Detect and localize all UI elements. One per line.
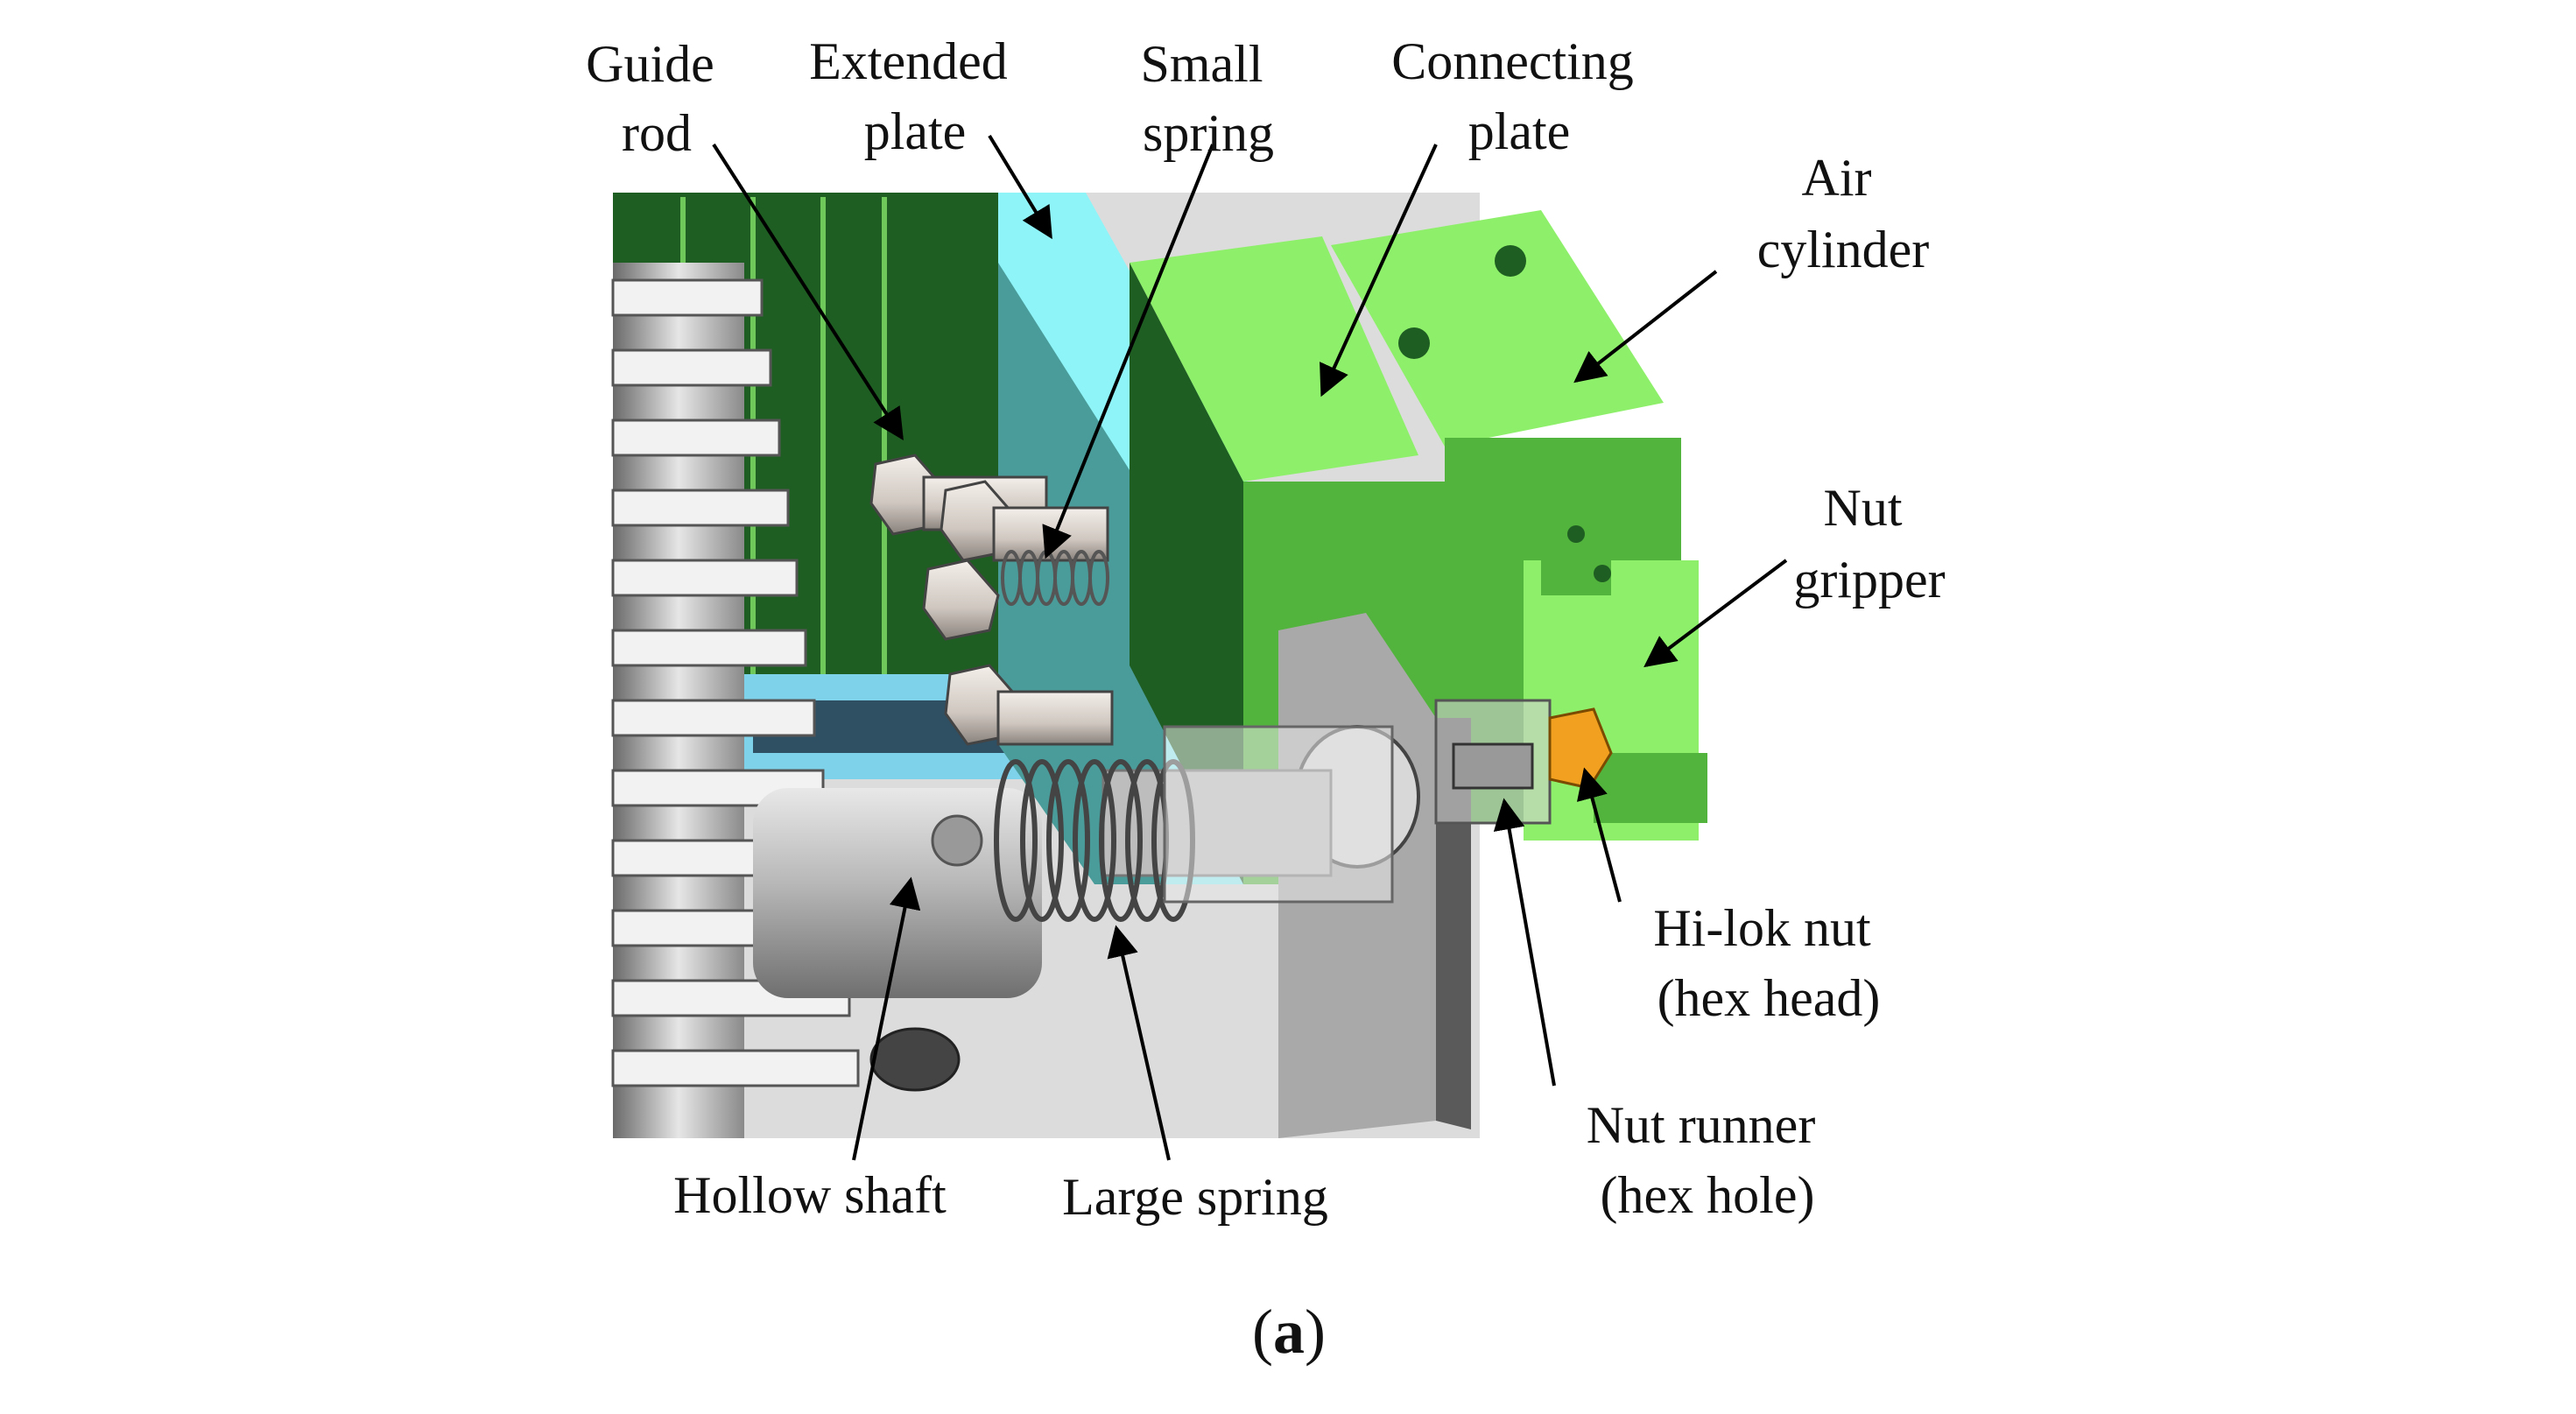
arrow-hilok-nut <box>1576 767 1622 903</box>
arrow-large-spring <box>1107 925 1171 1161</box>
connecting-plate-top <box>1130 236 1418 482</box>
base-hole <box>869 1027 961 1092</box>
label-hilok-nut: Hi-lok nut (hex head) <box>1653 899 1883 1027</box>
arrow-hollow-shaft <box>852 876 921 1161</box>
label-connecting-plate: Connecting plate <box>1391 32 1647 160</box>
mounting-hole-2 <box>1398 327 1430 359</box>
guide-rod-bolts <box>869 454 1114 746</box>
caption-letter: a <box>1273 1297 1305 1367</box>
label-extended-plate: Extended plate <box>809 32 1021 160</box>
air-cylinder-top <box>1331 210 1664 447</box>
label-hollow-shaft: Hollow shaft <box>673 1166 947 1224</box>
caption-close-paren: ) <box>1305 1297 1326 1367</box>
component-labels: Guide rod Extended plate Small spring Co… <box>586 32 1945 1226</box>
arrow-small-spring <box>1042 144 1214 559</box>
label-nut-runner: Nut runner (hex hole) <box>1587 1096 1829 1224</box>
caption-open-paren: ( <box>1252 1297 1273 1367</box>
gripper-hole-2 <box>1594 565 1611 582</box>
arrow-nut-runner <box>1493 798 1556 1087</box>
mechanism-illustration <box>611 193 1707 1138</box>
arrow-nut-gripper <box>1643 559 1788 668</box>
figure-caption: (a) <box>1252 1297 1326 1367</box>
label-large-spring: Large spring <box>1062 1168 1328 1226</box>
shaft-hole <box>931 814 983 867</box>
gripper-lower <box>1594 753 1707 823</box>
label-nut-gripper: Nut gripper <box>1793 479 1945 609</box>
gripper-hole-1 <box>1567 525 1585 543</box>
nut-runner-inner <box>1452 742 1534 790</box>
mounting-hole-1 <box>1495 245 1526 277</box>
arrow-guide-rod <box>712 143 904 441</box>
label-air-cylinder: Air cylinder <box>1757 149 1930 278</box>
sleeve <box>1163 725 1394 904</box>
small-spring-shape <box>1001 550 1109 606</box>
label-guide-rod: Guide rod <box>586 35 728 162</box>
label-small-spring: Small spring <box>1140 35 1276 162</box>
arrow-air-cylinder <box>1573 270 1718 383</box>
arrow-connecting-plate <box>1320 144 1438 397</box>
pointer-arrows <box>712 134 1788 1161</box>
arrow-extended-plate <box>988 134 1052 240</box>
